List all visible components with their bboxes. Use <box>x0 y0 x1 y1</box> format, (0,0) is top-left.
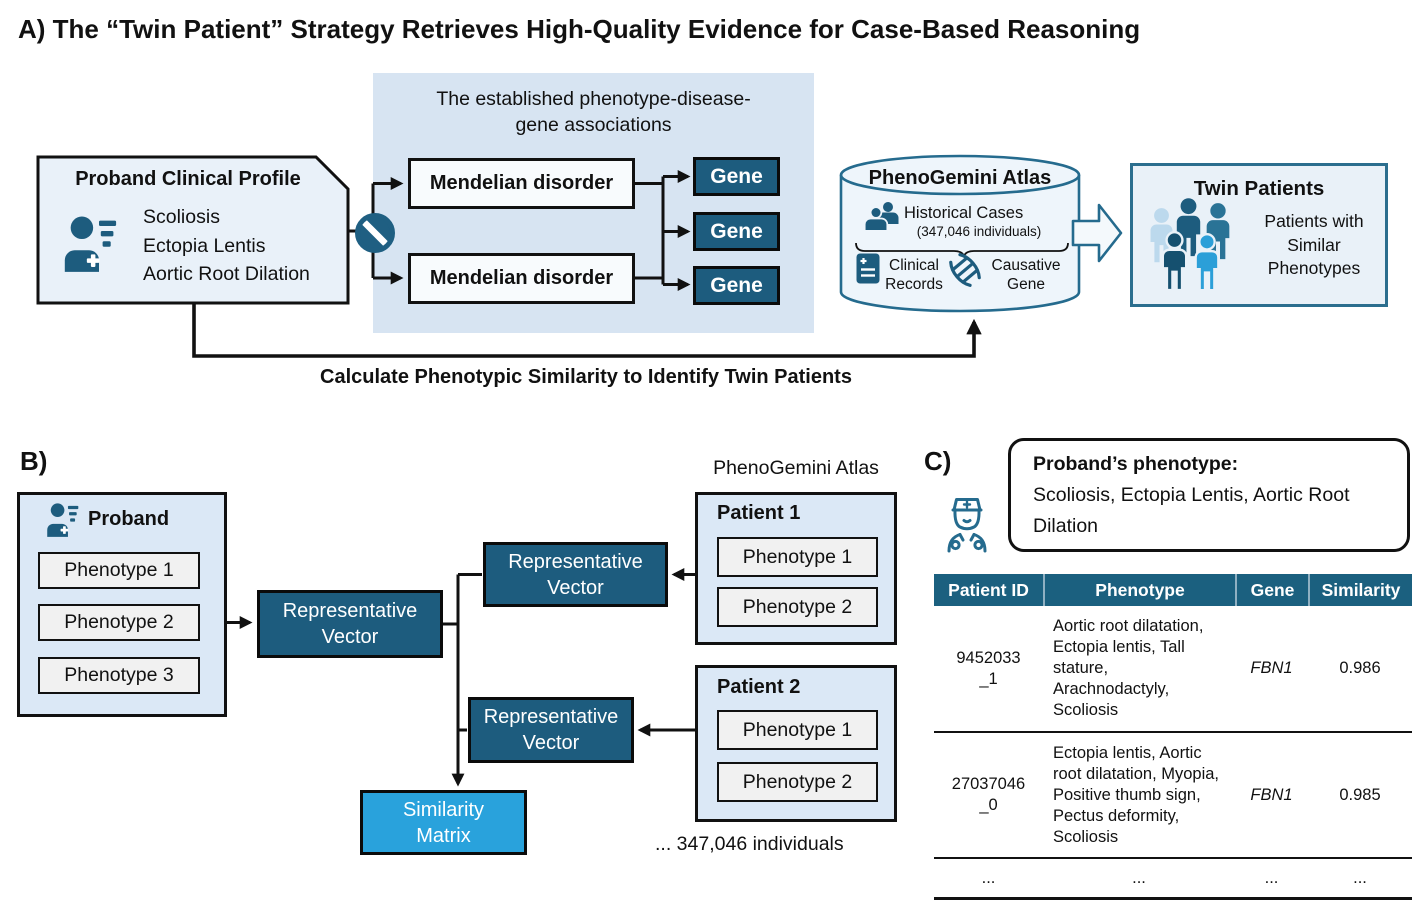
atlas-label-b: PhenoGemini Atlas <box>713 457 879 479</box>
doctor-icon <box>947 498 987 553</box>
proband-phenotype-box-1: Phenotype 1 <box>38 552 200 589</box>
causative-gene-label: Causative Gene <box>991 257 1061 293</box>
twin-patients-title: Twin Patients <box>1193 177 1325 200</box>
dna-icon <box>949 253 981 287</box>
similarity-matrix-box: Similarity Matrix <box>360 790 527 855</box>
table-row: ... ... ... ... <box>934 859 1412 900</box>
header-phenotype: Phenotype <box>1043 574 1235 606</box>
proband-phenotype-box-2: Phenotype 2 <box>38 604 200 641</box>
mendelian-disorder-box-1: Mendelian disorder <box>408 158 635 209</box>
gene-box-2: Gene <box>693 212 780 251</box>
patient-2-phenotype-1: Phenotype 1 <box>717 710 878 750</box>
proband-profile-title: Proband Clinical Profile <box>75 168 301 190</box>
panel-c-label: C) <box>924 446 952 476</box>
cell-patient-id: 9452033 _1 <box>956 648 1021 688</box>
proband-phenotype-box-3: Phenotype 3 <box>38 657 200 694</box>
cell-phenotype: ... <box>1132 868 1146 887</box>
cell-similarity: ... <box>1353 868 1367 887</box>
proband-phenotype-callout-title: Proband’s phenotype: <box>1033 453 1239 475</box>
header-patient-id: Patient ID <box>948 579 1029 600</box>
cell-patient-id: ... <box>981 868 996 887</box>
representative-vector-patient-2: Representative Vector <box>468 697 634 763</box>
proband-item-1: Scoliosis <box>143 206 220 228</box>
proband-item-3: Aortic Root Dilation <box>143 263 310 285</box>
clinical-records-label: Clinical Records <box>885 257 943 293</box>
panel-b-label: B) <box>20 446 48 476</box>
mendelian-disorder-box-2: Mendelian disorder <box>408 253 635 304</box>
twin-patients-description: Patients with Similar Phenotypes <box>1264 211 1364 278</box>
patient-2-title: Patient 2 <box>717 676 801 698</box>
gene-box-3: Gene <box>693 266 780 305</box>
proband-person-icon <box>64 216 117 272</box>
proband-profile-box <box>36 155 350 305</box>
patient-1-phenotype-1: Phenotype 1 <box>717 537 878 577</box>
historical-cases-label: Historical Cases <box>904 204 1024 222</box>
cell-gene: FBN1 <box>1250 785 1293 804</box>
flow-label: Calculate Phenotypic Similarity to Ident… <box>320 366 852 388</box>
cell-phenotype: Aortic root dilatation, Ectopia lentis, … <box>1053 617 1204 719</box>
proband-b-icon <box>47 503 79 537</box>
table-header-row: Patient ID Phenotype Gene Similarity <box>934 574 1412 606</box>
cell-similarity: 0.985 <box>1339 785 1381 804</box>
proband-phenotype-callout: Proband’s phenotype: Scoliosis, Ectopia … <box>1008 438 1410 552</box>
header-gene: Gene <box>1235 574 1308 606</box>
cell-gene: ... <box>1264 868 1279 887</box>
proband-item-2: Ectopia Lentis <box>143 234 266 257</box>
atlas-cylinder <box>839 154 1081 313</box>
patient-1-phenotype-2: Phenotype 2 <box>717 587 878 627</box>
representative-vector-proband: Representative Vector <box>257 590 443 658</box>
block-arrow-icon <box>1071 203 1123 263</box>
prohibition-icon <box>355 213 395 253</box>
cell-gene: FBN1 <box>1250 659 1293 677</box>
patient-2-phenotype-2: Phenotype 2 <box>717 762 878 802</box>
results-table: Patient ID Phenotype Gene Similarity 945… <box>934 574 1412 900</box>
twin-patients-people-icon <box>1150 198 1230 292</box>
proband-phenotype-list: Scoliosis Ectopia Lentis Aortic Root Dil… <box>143 203 310 289</box>
header-similarity: Similarity <box>1308 574 1412 606</box>
table-row: 9452033 _1 Aortic root dilatation, Ectop… <box>934 606 1412 733</box>
gene-box-1: Gene <box>693 157 780 196</box>
individuals-count-label: (347,046 individuals) <box>916 224 1042 239</box>
associations-title: The established phenotype-disease- gene … <box>436 88 751 136</box>
proband-b-title: Proband <box>88 508 170 530</box>
representative-vector-patient-1: Representative Vector <box>483 542 668 607</box>
table-row: 27037046 _0 Ectopia lentis, Aortic root … <box>934 733 1412 859</box>
cell-phenotype: Ectopia lentis, Aortic root dilatation, … <box>1053 743 1220 846</box>
proband-phenotype-callout-text: Scoliosis, Ectopia Lentis, Aortic Root D… <box>1033 484 1350 537</box>
atlas-title: PhenoGemini Atlas <box>868 167 1052 189</box>
cell-patient-id: 27037046 _0 <box>951 775 1026 814</box>
patient-1-title: Patient 1 <box>717 502 801 524</box>
cell-similarity: 0.986 <box>1339 659 1381 677</box>
clinical-records-icon <box>856 253 880 284</box>
individuals-ellipsis-label: ... 347,046 individuals <box>655 833 844 855</box>
figure-title-a: A) The “Twin Patient” Strategy Retrieves… <box>18 14 1141 44</box>
